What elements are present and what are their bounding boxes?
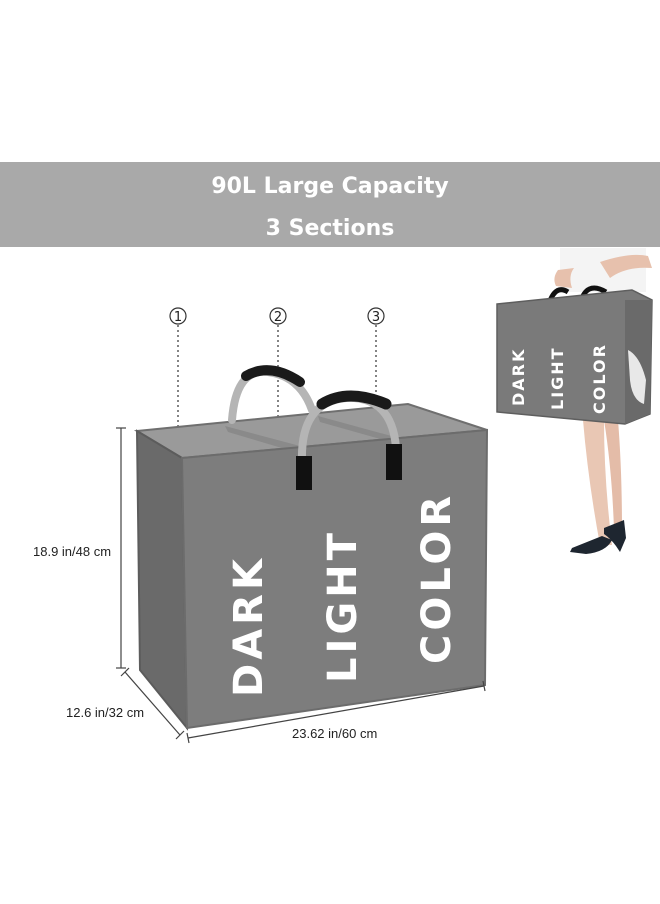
banner-sections-text: 3 Sections (265, 216, 395, 241)
width-label: 23.62 in/60 cm (292, 726, 377, 741)
inset-label-color: COLOR (590, 343, 609, 414)
laundry-hamper-main (133, 365, 489, 731)
section-marker-1: 1 (169, 307, 187, 440)
lifestyle-inset (496, 248, 653, 554)
capacity-banner: 90L Large Capacity 3 Sections (0, 162, 660, 247)
svg-text:1: 1 (174, 310, 182, 325)
height-label: 18.9 in/48 cm (33, 544, 111, 559)
banner-capacity-text: 90L Large Capacity (211, 174, 449, 199)
label-color: COLOR (414, 492, 460, 664)
depth-label: 12.6 in/32 cm (66, 705, 144, 720)
inset-label-dark: DARK (509, 348, 528, 406)
height-dimension: 18.9 in/48 cm (33, 427, 126, 669)
inset-label-light: LIGHT (548, 346, 567, 410)
svg-text:3: 3 (372, 310, 380, 325)
depth-dimension: 12.6 in/32 cm (66, 667, 185, 740)
width-dimension: 23.62 in/60 cm (186, 680, 486, 744)
label-dark: DARK (226, 555, 272, 697)
label-light: LIGHT (320, 529, 366, 683)
svg-text:2: 2 (274, 310, 282, 325)
